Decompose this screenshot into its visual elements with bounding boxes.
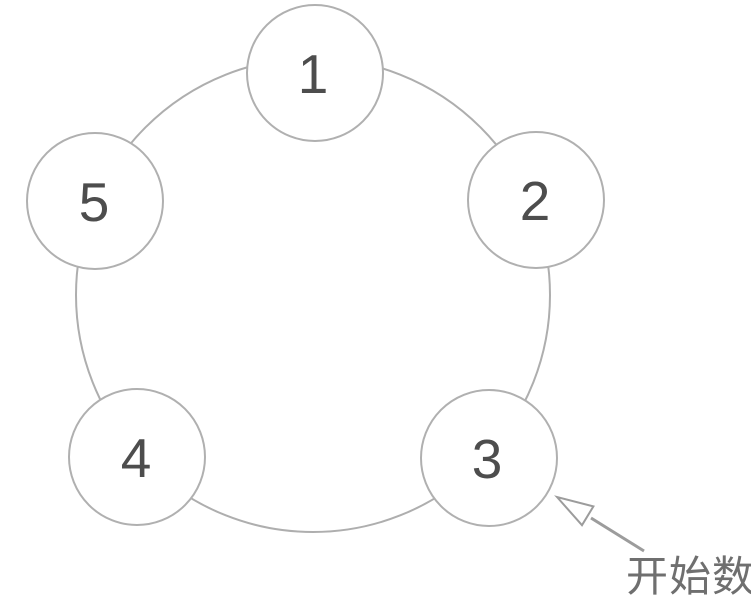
node-5-circle [26,132,164,270]
annotation-arrow-head-icon [554,495,595,527]
node-2-circle [467,131,605,269]
node-2: 2 [467,131,605,269]
node-3-label: 3 [472,428,503,490]
annotation-label: 开始数 [626,553,751,600]
start-annotation: 开始数 [554,495,751,600]
node-3-circle [420,389,558,527]
node-3: 3 [420,389,558,527]
node-1: 1 [246,4,384,142]
node-5: 5 [26,132,164,270]
node-1-circle [246,4,384,142]
node-2-label: 2 [520,170,551,232]
node-1-label: 1 [298,43,329,105]
node-4: 4 [68,388,206,526]
node-4-circle [68,388,206,526]
node-5-label: 5 [79,171,110,233]
node-4-label: 4 [121,427,152,489]
annotation-arrow-shaft [590,516,645,553]
